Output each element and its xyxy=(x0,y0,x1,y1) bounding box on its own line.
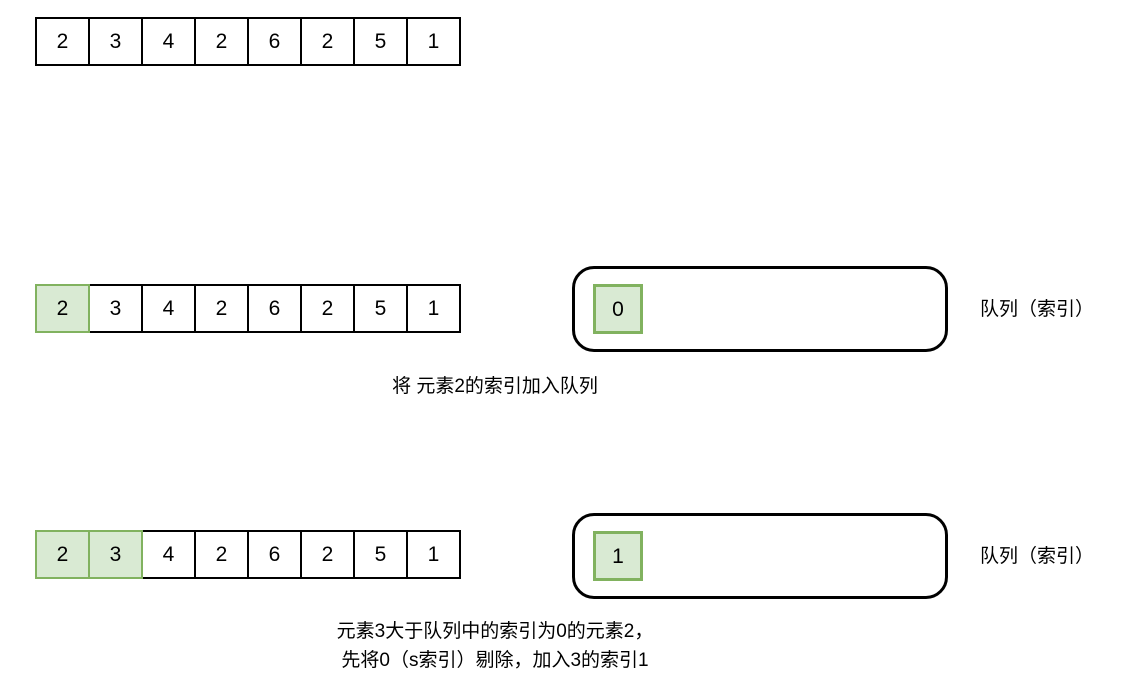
array-cell: 2 xyxy=(300,530,355,579)
array-cell: 1 xyxy=(406,530,461,579)
queue-label-step-1: 队列（索引） xyxy=(980,299,1095,320)
array-cell: 3 xyxy=(88,284,143,333)
array-cell: 5 xyxy=(353,284,408,333)
queue-label-step-2: 队列（索引） xyxy=(980,546,1095,567)
queue-box-step-1: 0 xyxy=(572,266,948,352)
array-cell: 4 xyxy=(141,284,196,333)
array-cell: 3 xyxy=(88,17,143,66)
array-cell: 6 xyxy=(247,17,302,66)
array-cell-highlighted: 2 xyxy=(35,284,90,333)
array-cell: 2 xyxy=(194,284,249,333)
array-row-initial: 2 3 4 2 6 2 5 1 xyxy=(35,17,461,66)
array-row-step-1: 2 3 4 2 6 2 5 1 xyxy=(35,284,461,333)
caption-step-2: 元素3大于队列中的索引为0的元素2， 先将0（s索引）剔除，加入3的索引1 xyxy=(336,621,654,672)
array-cell-highlighted: 3 xyxy=(88,530,143,579)
array-cell: 1 xyxy=(406,17,461,66)
array-cell: 6 xyxy=(247,284,302,333)
array-cell: 2 xyxy=(300,284,355,333)
caption-step-1: 将 元素2的索引加入队列 xyxy=(392,376,598,397)
queue-box-step-2: 1 xyxy=(572,513,948,599)
array-cell: 5 xyxy=(353,530,408,579)
array-cell: 4 xyxy=(141,17,196,66)
array-cell: 1 xyxy=(406,284,461,333)
array-cell: 4 xyxy=(141,530,196,579)
array-cell: 2 xyxy=(194,17,249,66)
array-cell: 2 xyxy=(35,17,90,66)
array-cell-highlighted: 2 xyxy=(35,530,90,579)
queue-item: 1 xyxy=(593,531,643,581)
queue-item: 0 xyxy=(593,284,643,334)
array-cell: 2 xyxy=(300,17,355,66)
array-cell: 2 xyxy=(194,530,249,579)
array-row-step-2: 2 3 4 2 6 2 5 1 xyxy=(35,530,461,579)
array-cell: 6 xyxy=(247,530,302,579)
array-cell: 5 xyxy=(353,17,408,66)
